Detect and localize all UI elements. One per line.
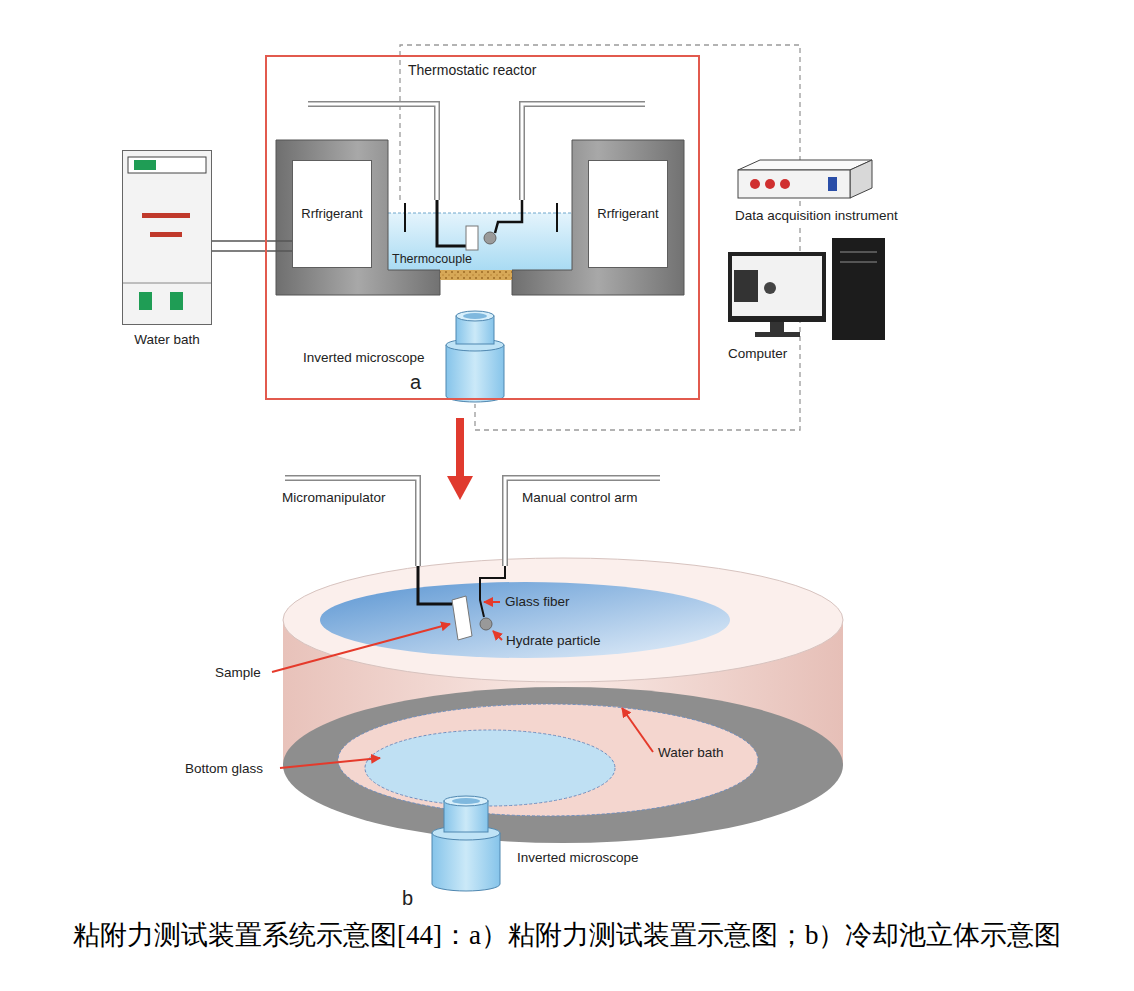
water-bath-unit-drawing-rect [142,213,190,218]
cooling-cell-drawing-ellipse [283,558,843,682]
water-bath-unit-drawing [122,150,212,325]
data-instrument-drawing-circle [765,179,775,189]
reactor-drawing-line [388,213,572,214]
refrigerant-label: Rrfrigerant [597,206,658,222]
computer-drawing [728,238,885,340]
callout-label: Bottom glass [185,761,263,777]
refrigerant-box: Rrfrigerant [588,160,668,268]
reactor-drawing-line [404,203,406,232]
microscope-drawing [446,311,504,402]
panel-letter: b [402,886,413,910]
reactor-drawing-path [276,140,440,295]
reactor-drawing [276,104,684,295]
computer-drawing-rect [732,256,822,316]
reactor-drawing-path [512,140,684,295]
transition-arrow-line [456,418,464,478]
reactor-drawing-rect [388,213,572,270]
callout-label: Glass fiber [505,594,570,610]
computer-drawing-line [840,251,877,253]
data-instrument-drawing-polygon [738,160,872,170]
computer-drawing-rect [734,270,758,302]
microscope-drawing-path [432,833,500,891]
part-label: Micromanipulator [282,490,386,506]
part-label: Thermocouple [392,252,472,267]
reactor-frame: Thermostatic reactor a Rrfrigerant Rrfriger… [265,55,700,400]
callout-label: Sample [215,665,261,681]
callout-label: Water bath [658,745,724,761]
device-label: Water bath [134,332,200,348]
water-bath-unit-drawing-rect [150,232,182,237]
computer-drawing-rect [832,238,885,340]
water-bath-unit-drawing-rect [134,160,156,170]
cooling-cell-drawing-line [272,624,450,672]
panel-letter: a [410,372,421,392]
reactor-title: Thermostatic reactor [408,63,536,77]
refrigerant-label: Rrfrigerant [301,206,362,222]
cooling-cell-drawing-ellipse [338,704,758,816]
reactor-drawing-rect [440,270,512,280]
device-label: Computer [728,346,787,362]
data-instrument-drawing-rect [828,177,837,191]
microscope-drawing-ellipse [452,798,480,804]
cooling-cell-drawing-polyline [505,478,660,566]
device-label: Inverted microscope [303,350,425,366]
microscope-drawing-ellipse [456,311,494,321]
microscope-drawing-ellipse [444,796,488,806]
cooling-cell-drawing-ellipse [320,582,730,658]
microscope-drawing [432,796,500,891]
data-instrument-drawing-circle [780,179,790,189]
transition-arrow-polygon [447,476,473,500]
data-instrument-drawing-polygon [850,160,872,198]
computer-drawing-circle [764,282,776,294]
cooling-cell-drawing-ellipse [283,687,843,843]
cooling-cell-drawing-polyline [418,566,452,604]
cooling-cell-drawing [272,478,843,843]
water-bath-unit-drawing-line [122,283,212,284]
microscope-drawing-path [446,345,504,402]
reactor-drawing-circle [484,232,496,244]
data-instrument-drawing [738,160,872,198]
pipe-connector [212,241,292,251]
device-label: Inverted microscope [517,850,639,866]
computer-drawing-rect [755,332,800,337]
transition-arrow [447,418,473,500]
cooling-cell-drawing-polyline [480,566,505,617]
computer-drawing-rect [728,252,826,322]
device-label: Data acquisition instrument [733,208,900,224]
microscope-drawing-ellipse [463,313,487,319]
computer-drawing-line [840,261,877,263]
data-instrument-drawing-circle [750,179,760,189]
cooling-cell-drawing-line [484,601,500,603]
reactor-drawing-line [556,203,558,232]
cooling-cell-drawing-line [493,631,502,640]
part-label: Manual control arm [522,490,638,506]
cooling-cell-drawing-circle [480,618,492,630]
reactor-drawing-polyline [437,200,466,246]
reactor-drawing-polyline [495,200,522,233]
callout-label: Hydrate particle [506,633,601,649]
water-bath-unit-drawing-rect [139,292,152,310]
refrigerant-box: Rrfrigerant [292,160,372,268]
water-bath-unit-drawing-rect [128,157,206,173]
cooling-cell-drawing-polygon [452,596,472,640]
computer-drawing-rect [770,322,784,332]
water-bath-unit: Water bath [122,150,212,325]
figure-caption: 粘附力测试装置系统示意图[44]：a）粘附力测试装置示意图；b）冷却池立体示意图 [73,918,1061,953]
cooling-cell-drawing-polyline [505,478,660,566]
cooling-cell-drawing-line [280,758,380,768]
cooling-cell-drawing-line [622,708,653,752]
reactor-drawing-rect [466,226,478,250]
water-bath-unit-drawing-rect [170,292,183,310]
cooling-cell-drawing-ellipse [365,730,615,806]
water-bath-unit-drawing-rect [122,150,212,325]
data-instrument-drawing-rect [738,170,850,198]
